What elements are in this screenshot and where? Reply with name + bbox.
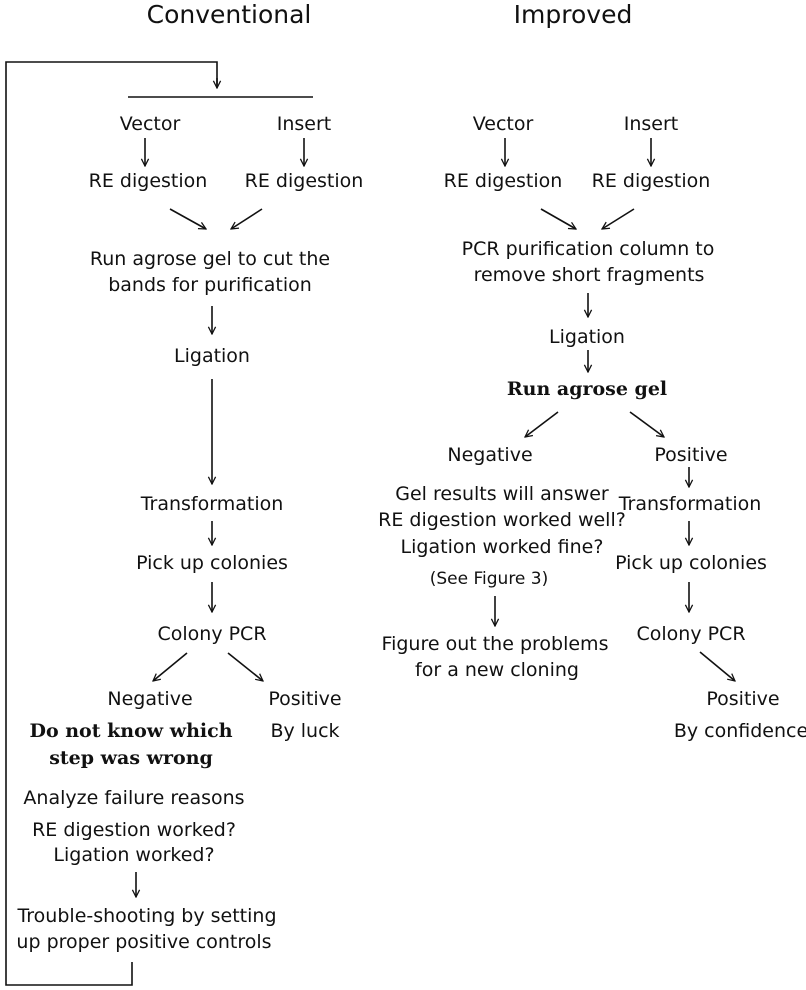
- conventional-vector-digestion: RE digestion: [88, 170, 208, 192]
- conventional-trouble-line2: up proper positive controls: [16, 931, 272, 953]
- arrow-icon: [540, 208, 576, 229]
- improved-see-figure: (See Figure 3): [429, 569, 549, 589]
- conventional-title: Conventional: [146, 0, 312, 29]
- conventional-transformation: Transformation: [140, 493, 284, 515]
- conventional-trouble-line1: Trouble-shooting by setting: [17, 905, 277, 927]
- conventional-gel-line1: Run agrose gel to cut the: [89, 248, 331, 270]
- improved-insert: Insert: [623, 113, 679, 135]
- conventional-pick-up: Pick up colonies: [136, 552, 288, 574]
- improved-gel-answer-line2: RE digestion worked well?: [378, 509, 626, 531]
- improved-gel-answer-line3: Ligation worked fine?: [400, 536, 604, 558]
- improved-ligation: Ligation: [549, 326, 625, 348]
- improved-gel-answer-line1: Gel results will answer: [395, 483, 609, 505]
- improved-figure-out-line2: for a new cloning: [415, 659, 579, 681]
- improved-title: Improved: [513, 0, 633, 29]
- conventional-negative: Negative: [107, 688, 193, 710]
- improved-positive: Positive: [654, 444, 728, 466]
- conventional-insert-digestion: RE digestion: [244, 170, 364, 192]
- arrow-icon: [231, 208, 263, 229]
- improved-pcr-line2: remove short fragments: [473, 264, 705, 286]
- arrow-icon: [153, 652, 188, 681]
- improved-run-gel: Run agrose gel: [506, 378, 668, 400]
- feedback-loop-line: [5, 61, 218, 986]
- improved-insert-digestion: RE digestion: [591, 170, 711, 192]
- conventional-by-luck: By luck: [270, 720, 340, 742]
- improved-by-confidence: By confidence: [673, 720, 806, 742]
- arrow-icon: [699, 651, 735, 681]
- improved-pcr-line1: PCR purification column to: [461, 238, 715, 260]
- conventional-gel-line2: bands for purification: [108, 274, 312, 296]
- conventional-vector: Vector: [119, 113, 181, 135]
- improved-negative: Negative: [447, 444, 533, 466]
- improved-vector: Vector: [472, 113, 534, 135]
- conventional-q-ligation: Ligation worked?: [53, 844, 215, 866]
- improved-pick-up: Pick up colonies: [615, 552, 767, 574]
- arrow-icon: [525, 411, 559, 437]
- conventional-colony-pcr: Colony PCR: [157, 623, 267, 645]
- conventional-unknown-line2: step was wrong: [49, 747, 213, 769]
- arrow-icon: [629, 411, 664, 437]
- improved-figure-out-line1: Figure out the problems: [381, 633, 609, 655]
- arrow-icon: [169, 208, 206, 230]
- improved-transformation: Transformation: [618, 493, 762, 515]
- conventional-unknown-line1: Do not know which: [29, 720, 233, 742]
- conventional-positive: Positive: [268, 688, 342, 710]
- improved-vector-digestion: RE digestion: [443, 170, 563, 192]
- arrow-icon: [602, 208, 635, 229]
- conventional-q-digestion: RE digestion worked?: [32, 819, 236, 841]
- conventional-insert: Insert: [276, 113, 332, 135]
- conventional-analyze: Analyze failure reasons: [23, 787, 245, 809]
- improved-final-positive: Positive: [706, 688, 780, 710]
- conventional-ligation: Ligation: [174, 345, 250, 367]
- improved-colony-pcr: Colony PCR: [636, 623, 746, 645]
- arrow-icon: [227, 652, 263, 681]
